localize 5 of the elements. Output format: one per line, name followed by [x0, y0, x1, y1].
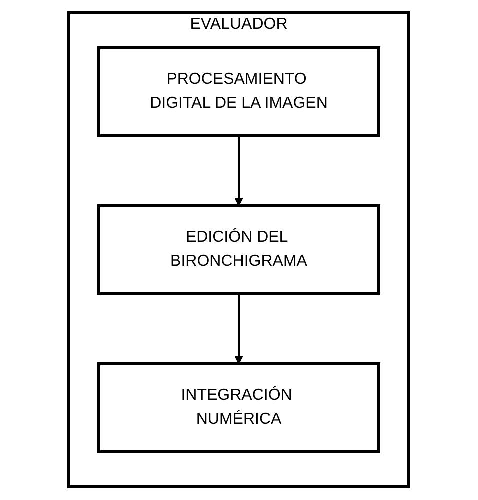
- arrow: [234, 294, 244, 364]
- arrow: [234, 136, 244, 206]
- node-box: EDICIÓN DEL BIRONCHIGRAMA: [98, 204, 380, 296]
- node-box: INTEGRACIÓN NUMÉRICA: [98, 362, 380, 454]
- node-box: PROCESAMIENTO DIGITAL DE LA IMAGEN: [98, 46, 380, 138]
